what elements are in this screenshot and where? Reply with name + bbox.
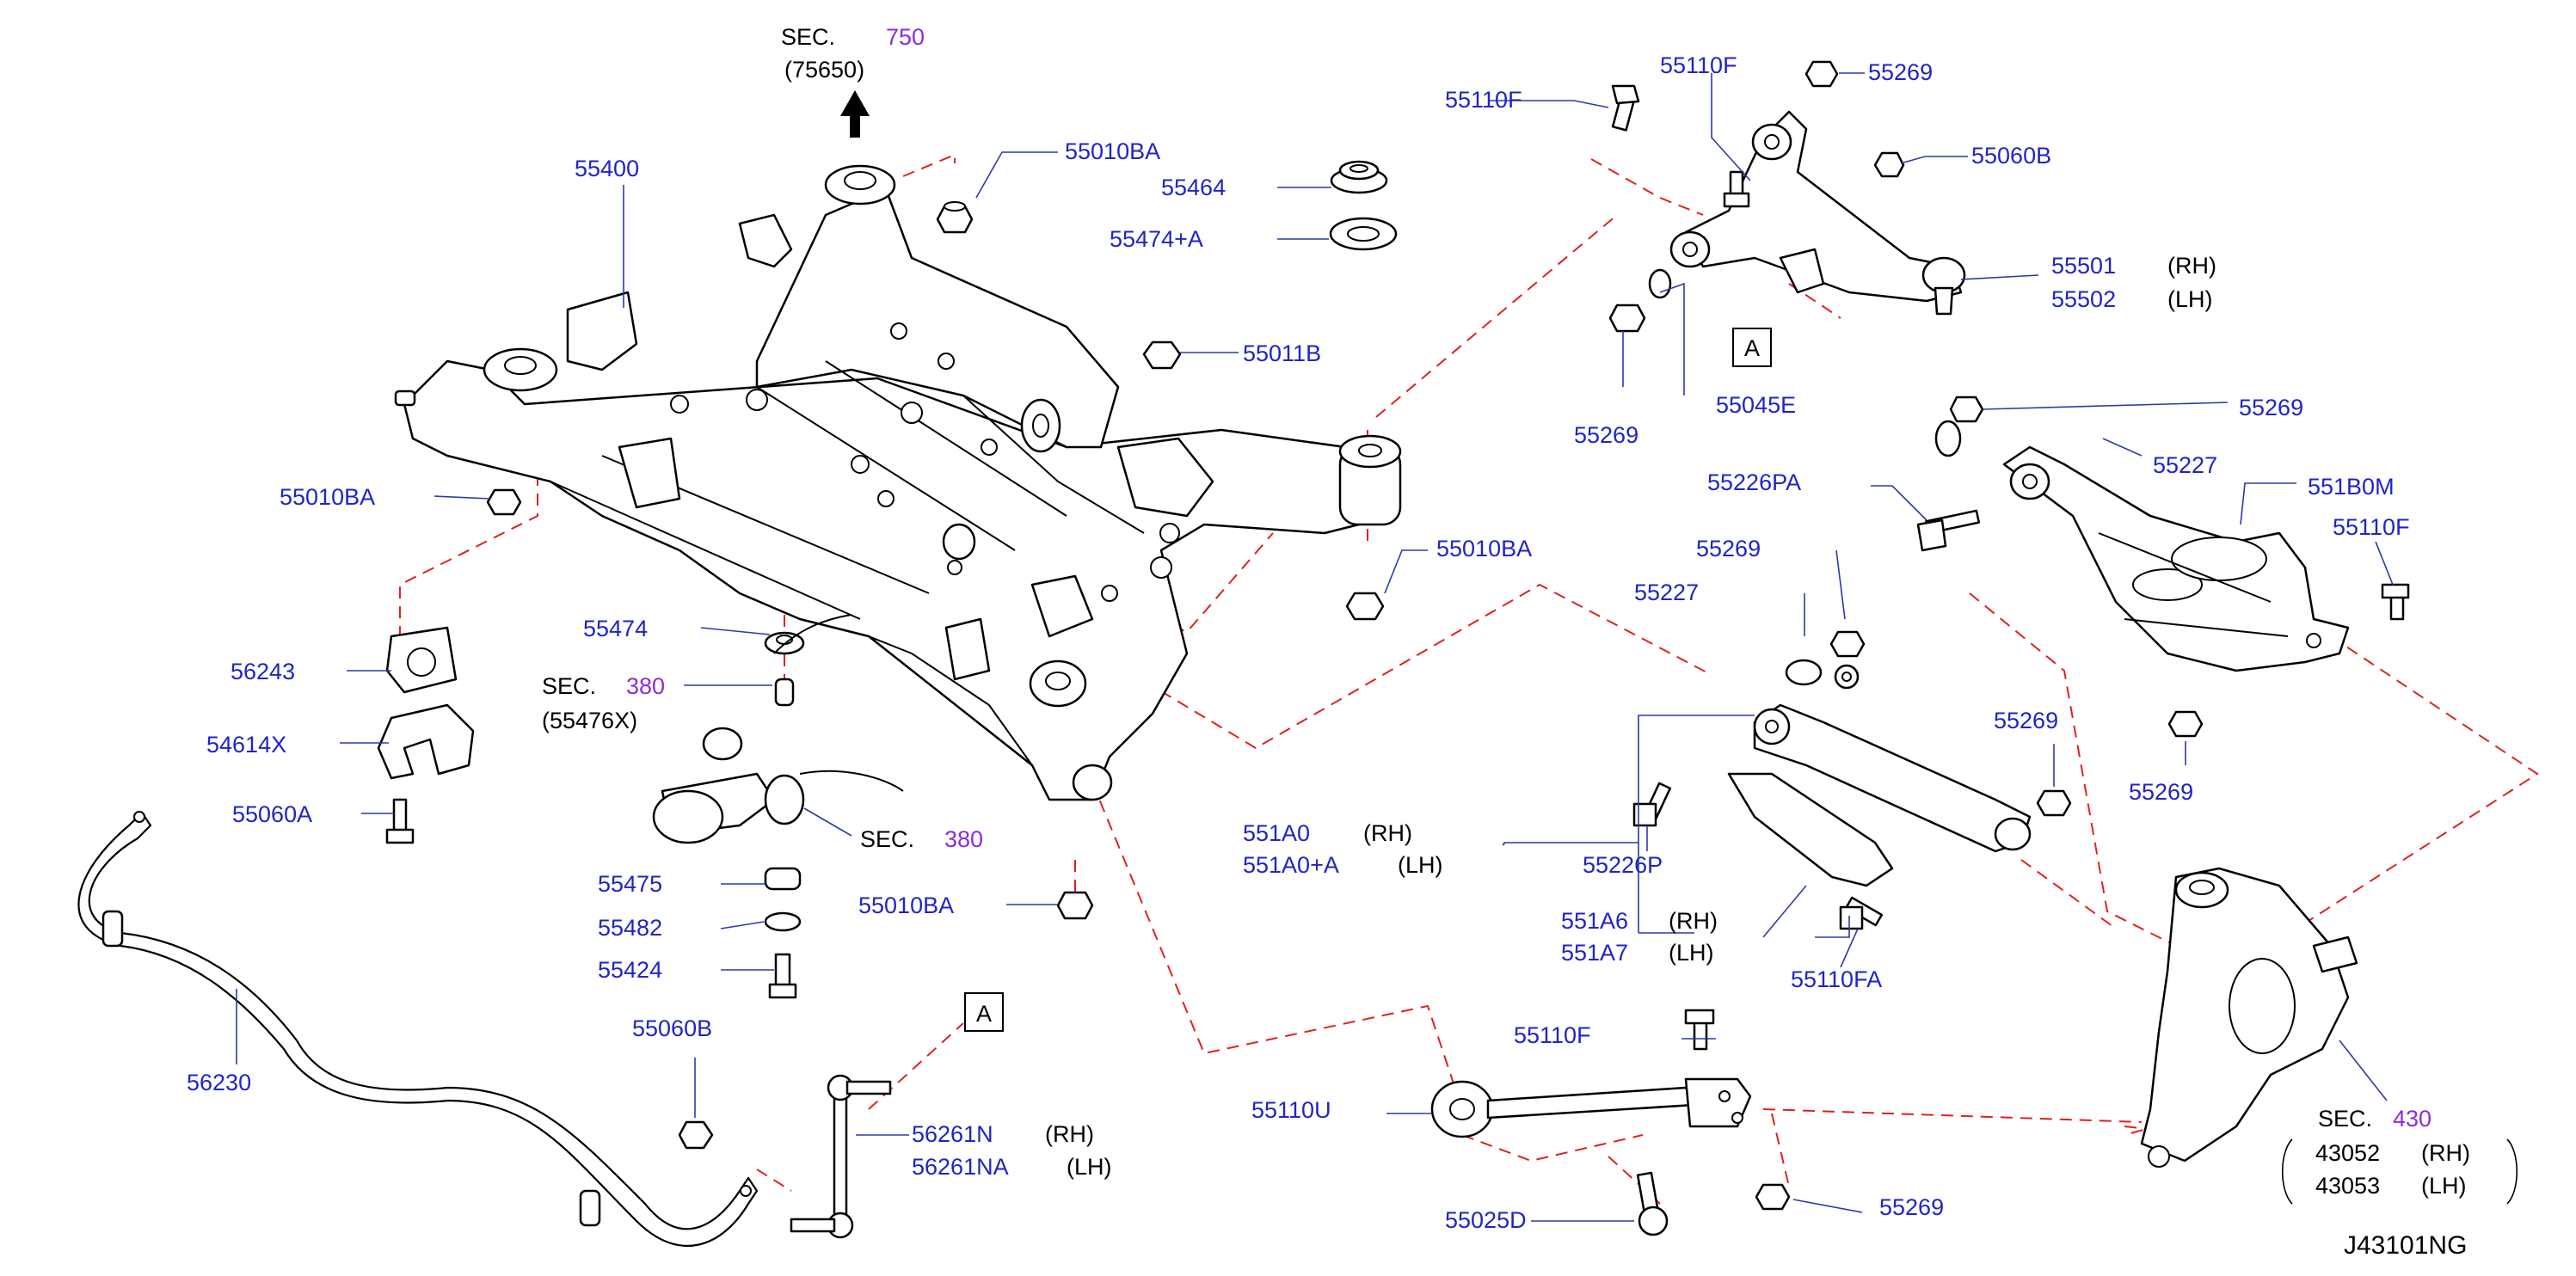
diagram-code: J43101NG bbox=[2344, 1231, 2467, 1260]
label-551a6: 551A6 bbox=[1561, 908, 1628, 934]
lower-link bbox=[1430, 1009, 1791, 1236]
stud-55476x bbox=[774, 678, 795, 707]
label-55474a: 55474+A bbox=[1110, 226, 1203, 252]
label-55269-la-bottom: 55269 bbox=[2129, 779, 2193, 805]
label-55501-side: (RH) bbox=[2167, 253, 2216, 279]
label-55501: 55501 bbox=[2051, 253, 2116, 279]
label-55269-rear: 55269 bbox=[1994, 708, 2058, 733]
sec750-sub: (75650) bbox=[784, 57, 864, 83]
label-55226p: 55226P bbox=[1583, 852, 1663, 878]
label-54614x: 54614X bbox=[206, 732, 286, 758]
label-55045e: 55045E bbox=[1716, 392, 1796, 418]
nut-55060b bbox=[678, 1120, 714, 1150]
label-55110fa: 55110FA bbox=[1791, 966, 1882, 992]
upper-link: A bbox=[1608, 60, 1966, 367]
label-56230: 56230 bbox=[187, 1070, 251, 1095]
sec380b-number: 380 bbox=[944, 826, 983, 852]
sec380a-label: SEC. bbox=[542, 673, 596, 699]
label-55464: 55464 bbox=[1161, 175, 1226, 200]
label-55424: 55424 bbox=[598, 957, 662, 983]
label-55227-mid: 55227 bbox=[1634, 580, 1699, 605]
label-55010ba-top: 55010BA bbox=[1065, 138, 1160, 164]
label-55011b: 55011B bbox=[1243, 340, 1321, 366]
label-551b0m: 551B0M bbox=[2308, 474, 2395, 500]
label-55269-ua-bottom: 55269 bbox=[1574, 422, 1638, 448]
label-56261na-side: (LH) bbox=[1067, 1154, 1112, 1180]
sec750-label: SEC. bbox=[781, 24, 835, 50]
label-55269-la-top: 55269 bbox=[2239, 395, 2303, 420]
nut-55011b bbox=[1142, 340, 1182, 370]
label-55227-la: 55227 bbox=[2153, 452, 2217, 478]
label-56261n-side: (RH) bbox=[1045, 1121, 1094, 1147]
box-a-lower: A bbox=[976, 1001, 992, 1027]
label-55502-side: (LH) bbox=[2167, 286, 2213, 312]
stabilizer-link bbox=[790, 1074, 892, 1239]
label-551a0a-side: (LH) bbox=[1398, 852, 1443, 878]
label-55110f-ua-left: 55110F bbox=[1445, 87, 1522, 113]
label-55110u: 55110U bbox=[1251, 1097, 1331, 1123]
sec380a-sub: (55476X) bbox=[542, 708, 637, 733]
label-55110f-ua-top: 55110F bbox=[1660, 52, 1737, 78]
lower-arm bbox=[1916, 396, 2410, 738]
radius-rod bbox=[1632, 630, 2072, 930]
fasteners bbox=[385, 160, 1398, 1150]
label-56261na: 56261NA bbox=[912, 1154, 1009, 1180]
label-551a0a: 551A0+A bbox=[1243, 852, 1339, 878]
label-55475: 55475 bbox=[598, 871, 662, 897]
nut-55010ba-left bbox=[486, 488, 522, 516]
label-551a6-side: (RH) bbox=[1669, 908, 1718, 934]
label-55060b-ua: 55060B bbox=[1971, 143, 2051, 169]
label-55025d: 55025D bbox=[1445, 1207, 1527, 1233]
leader-lines bbox=[236, 72, 2518, 1222]
stabilizer-bushing bbox=[377, 626, 475, 780]
bushing-55475 bbox=[764, 867, 802, 891]
washer-55482 bbox=[764, 911, 802, 932]
sec430-rh: (RH) bbox=[2421, 1140, 2470, 1166]
sec380b-label: SEC. bbox=[860, 826, 914, 852]
label-55010ba-bottom: 55010BA bbox=[858, 893, 954, 918]
label-55474: 55474 bbox=[583, 616, 648, 641]
label-55502: 55502 bbox=[2051, 286, 2116, 312]
label-55010ba-left: 55010BA bbox=[280, 484, 375, 510]
label-55060b-bottom: 55060B bbox=[632, 1015, 712, 1041]
label-55010ba-right: 55010BA bbox=[1436, 536, 1532, 561]
sec430-lh: (LH) bbox=[2421, 1173, 2467, 1199]
shock-mount bbox=[652, 614, 904, 844]
label-55110f-la: 55110F bbox=[2333, 514, 2410, 540]
label-56261n: 56261N bbox=[912, 1121, 993, 1147]
nut-55010ba-right bbox=[1345, 592, 1385, 621]
box-a-upper: A bbox=[1744, 335, 1760, 361]
label-55060a: 55060A bbox=[232, 801, 312, 827]
box-a-lower-frame bbox=[964, 992, 1004, 1032]
sec430-lh-part: 43053 bbox=[2315, 1173, 2380, 1199]
label-56243: 56243 bbox=[231, 659, 295, 684]
sec430-rh-part: 43052 bbox=[2315, 1140, 2380, 1166]
nut-55010ba-bottom bbox=[1056, 891, 1094, 920]
stabilizer-bar bbox=[77, 811, 759, 1247]
labels: SEC. 750 (75650) 55400 55010BA 55464 554… bbox=[187, 24, 2470, 1260]
label-551a0-side: (RH) bbox=[1363, 820, 1412, 846]
rear-knuckle bbox=[2140, 867, 2358, 1168]
label-551a7-side: (LH) bbox=[1669, 940, 1714, 966]
sec430-number: 430 bbox=[2393, 1106, 2432, 1132]
sec380a-number: 380 bbox=[626, 673, 665, 699]
label-55226pa: 55226PA bbox=[1707, 469, 1801, 495]
label-55400: 55400 bbox=[575, 156, 639, 181]
sec750-number: 750 bbox=[886, 24, 925, 50]
arrow-sec750 bbox=[840, 90, 870, 138]
label-551a7: 551A7 bbox=[1561, 940, 1628, 966]
label-55482: 55482 bbox=[598, 915, 662, 941]
rear-subframe bbox=[394, 164, 1402, 801]
label-55269-ua-top: 55269 bbox=[1868, 59, 1933, 85]
label-55269-bottom: 55269 bbox=[1879, 1194, 1944, 1220]
label-55110f-bottom: 55110F bbox=[1514, 1022, 1591, 1048]
label-551a0: 551A0 bbox=[1243, 820, 1310, 846]
label-55269-mid: 55269 bbox=[1696, 536, 1761, 561]
sec430-label: SEC. bbox=[2318, 1106, 2372, 1132]
